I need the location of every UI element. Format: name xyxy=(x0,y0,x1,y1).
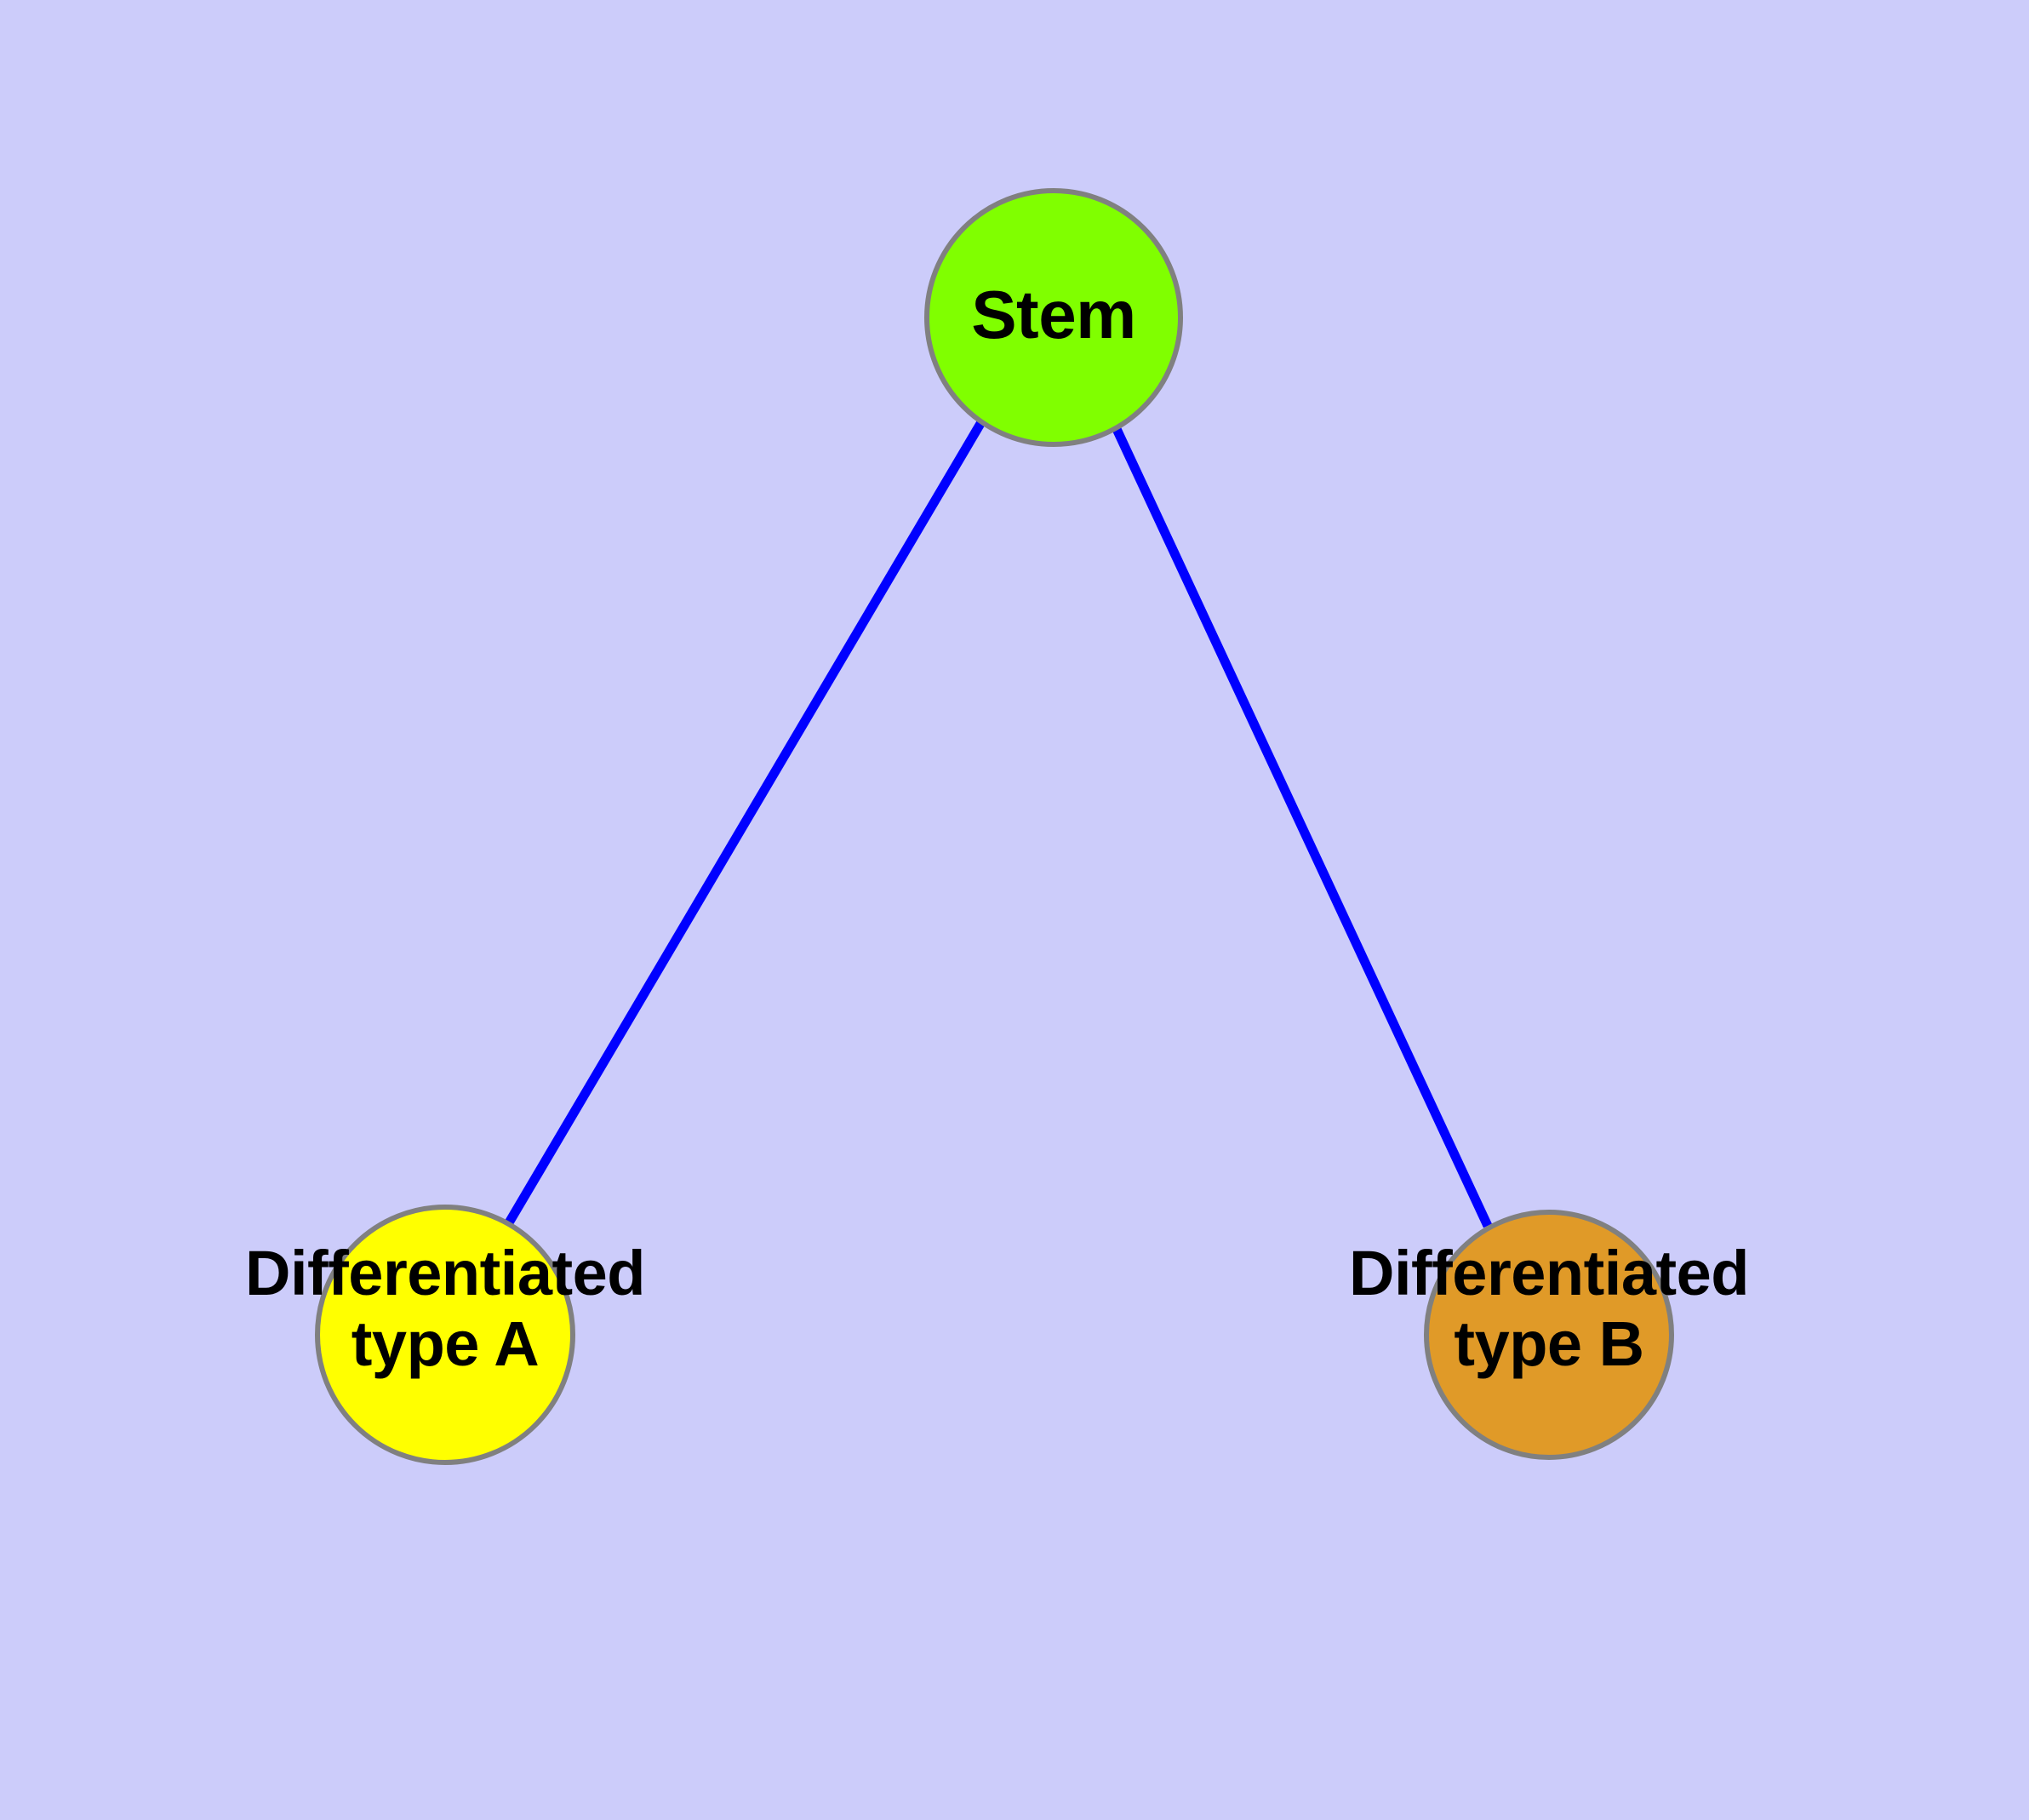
node-label-line-2: type A xyxy=(351,1308,540,1379)
node-label-stem: Stem xyxy=(971,277,1136,352)
node-group xyxy=(315,188,1674,1465)
edge-stem-to-diff-b[interactable] xyxy=(1112,426,1492,1228)
node-label-line-1: Differentiated xyxy=(245,1238,645,1308)
node-stem[interactable] xyxy=(924,188,1183,447)
node-differentiated-type-b[interactable] xyxy=(1424,1210,1674,1460)
node-label-line-1: Differentiated xyxy=(1349,1238,1749,1308)
edge-group xyxy=(504,420,1492,1228)
node-label-line-2: type B xyxy=(1454,1308,1644,1379)
edge-stem-to-diff-a[interactable] xyxy=(504,420,986,1227)
node-differentiated-type-a[interactable] xyxy=(315,1205,575,1465)
